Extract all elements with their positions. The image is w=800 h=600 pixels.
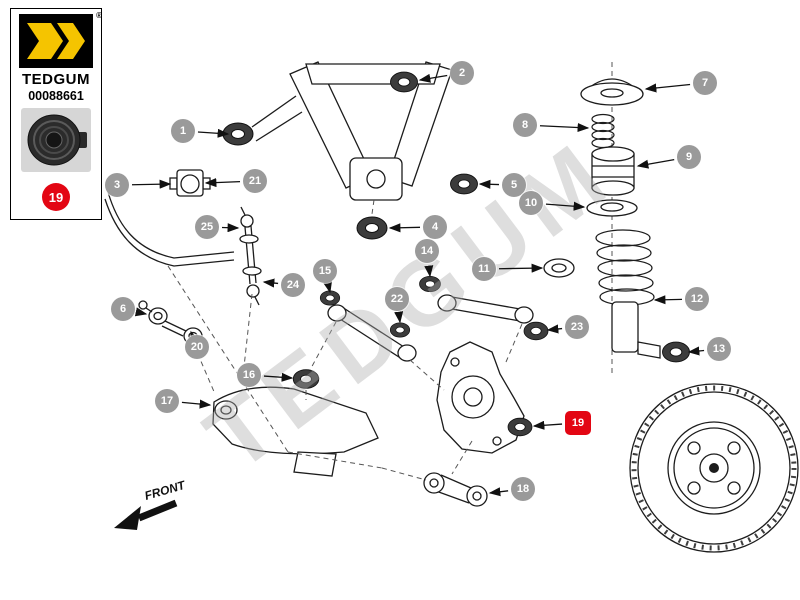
coil-spring bbox=[595, 229, 655, 306]
wheel bbox=[629, 383, 799, 553]
dust-boot bbox=[591, 146, 635, 196]
stabilizer-link bbox=[239, 206, 262, 306]
registered-mark: ® bbox=[96, 11, 102, 20]
product-photo bbox=[21, 108, 91, 177]
lateral-arm bbox=[319, 290, 417, 362]
knuckle bbox=[436, 341, 533, 454]
part-number: 00088661 bbox=[28, 89, 84, 103]
tedgum-logo: ® bbox=[19, 11, 102, 68]
bump-stop bbox=[591, 113, 615, 149]
bearing bbox=[543, 258, 575, 278]
subframe bbox=[222, 61, 478, 240]
end-link bbox=[138, 300, 203, 345]
brand-name: TEDGUM bbox=[22, 71, 90, 88]
spring-seat bbox=[586, 199, 638, 217]
strut-assembly bbox=[543, 62, 690, 374]
front-label: FRONT bbox=[143, 478, 188, 503]
stabilizer-bar bbox=[104, 169, 235, 267]
brand-panel: ® TEDGUM 00088661 19 bbox=[10, 8, 102, 220]
toe-link bbox=[423, 472, 488, 507]
lower-arm bbox=[212, 369, 379, 477]
upper-arm bbox=[419, 275, 549, 341]
item-badge: 19 bbox=[42, 183, 70, 211]
strut-body bbox=[611, 301, 661, 359]
front-arrow: FRONT bbox=[114, 478, 188, 530]
assembly-lines bbox=[167, 265, 523, 481]
tedgum-logo-mark bbox=[19, 14, 93, 68]
